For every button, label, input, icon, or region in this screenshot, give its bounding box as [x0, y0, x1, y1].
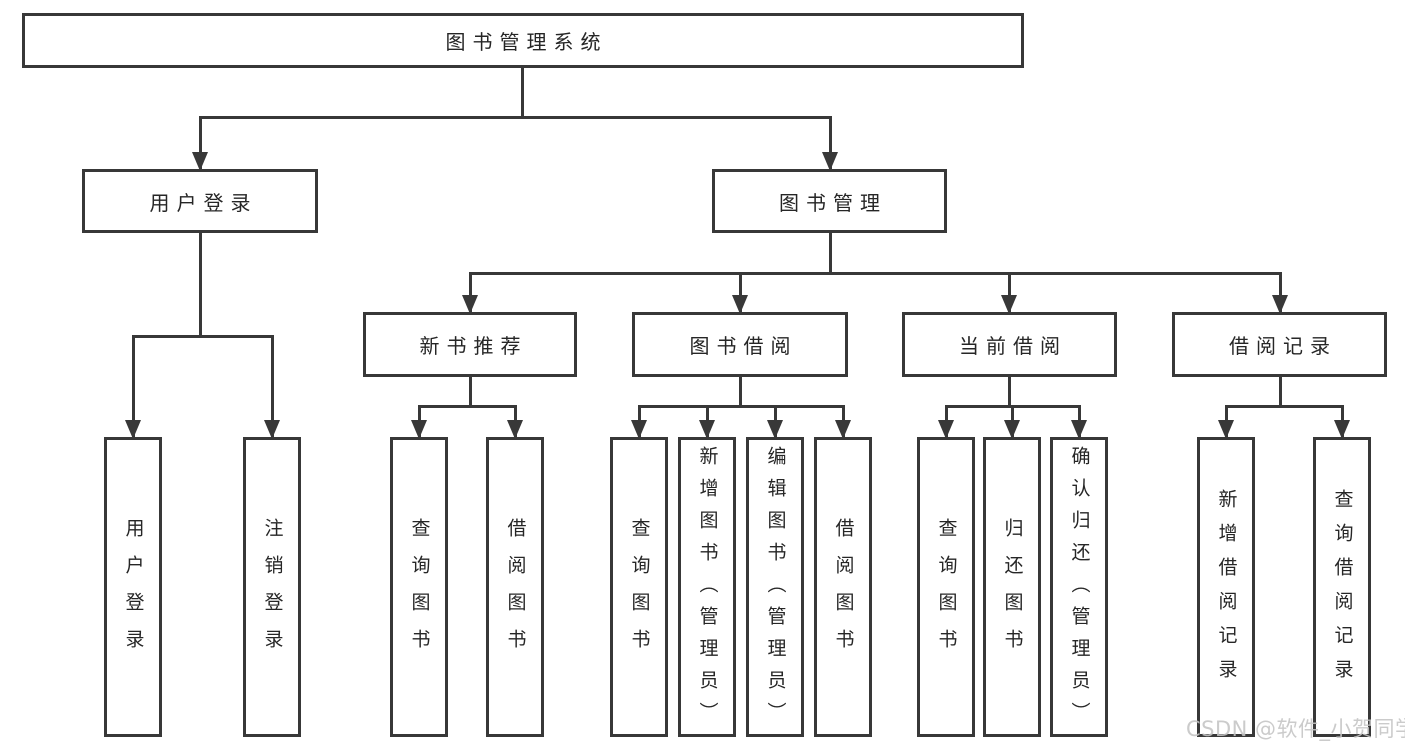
connector-line — [131, 334, 135, 437]
connector-line — [1007, 377, 1011, 408]
connector-line — [828, 233, 832, 275]
connector-line — [270, 334, 274, 437]
node-leaf-query-books-3: 查询图书 — [917, 437, 975, 737]
connector-line — [1278, 271, 1282, 312]
connector-line — [828, 115, 832, 169]
arrow-down-icon — [732, 295, 748, 314]
connector-line — [468, 271, 472, 312]
arrow-down-icon — [767, 420, 783, 439]
arrow-down-icon — [1071, 420, 1087, 439]
arrow-down-icon — [507, 420, 523, 439]
connector-line — [1007, 271, 1011, 312]
node-leaf-user-login: 用户登录 — [104, 437, 162, 737]
node-leaf-edit-book-admin: 编辑图书（管理员） — [746, 437, 804, 737]
arrow-down-icon — [1004, 420, 1020, 439]
node-book-borrow: 图书借阅 — [632, 312, 848, 377]
node-leaf-add-book-admin: 新增图书（管理员） — [678, 437, 736, 737]
node-leaf-confirm-return-admin: 确认归还（管理员） — [1050, 437, 1108, 737]
connector-line — [131, 334, 274, 338]
arrow-down-icon — [822, 152, 838, 171]
connector-line — [468, 377, 472, 408]
node-root-library-system: 图书管理系统 — [22, 13, 1024, 68]
connector-line — [1278, 377, 1282, 408]
node-borrow-records: 借阅记录 — [1172, 312, 1387, 377]
node-leaf-borrow-books-1: 借阅图书 — [486, 437, 544, 737]
node-leaf-query-borrow-record: 查询借阅记录 — [1313, 437, 1371, 737]
arrow-down-icon — [462, 295, 478, 314]
connector-line — [198, 115, 202, 169]
connector-line — [198, 115, 832, 119]
connector-line — [1224, 404, 1344, 408]
arrow-down-icon — [264, 420, 280, 439]
csdn-watermark: CSDN @软件_小贺同学 — [1186, 717, 1405, 741]
connector-line — [417, 404, 517, 408]
node-current-borrow: 当前借阅 — [902, 312, 1117, 377]
arrow-down-icon — [1272, 295, 1288, 314]
connector-line — [637, 404, 845, 408]
arrow-down-icon — [835, 420, 851, 439]
node-leaf-logout: 注销登录 — [243, 437, 301, 737]
arrow-down-icon — [938, 420, 954, 439]
node-new-book-recommend: 新书推荐 — [363, 312, 577, 377]
node-leaf-return-book: 归还图书 — [983, 437, 1041, 737]
arrow-down-icon — [1334, 420, 1350, 439]
node-book-management: 图书管理 — [712, 169, 947, 233]
arrow-down-icon — [699, 420, 715, 439]
arrow-down-icon — [1001, 295, 1017, 314]
arrow-down-icon — [411, 420, 427, 439]
connector-line — [738, 271, 742, 312]
node-user-login: 用户登录 — [82, 169, 318, 233]
connector-line — [198, 233, 202, 338]
node-leaf-borrow-books-2: 借阅图书 — [814, 437, 872, 737]
arrow-down-icon — [125, 420, 141, 439]
arrow-down-icon — [192, 152, 208, 171]
connector-line — [468, 271, 1282, 275]
connector-line — [520, 68, 524, 119]
node-leaf-add-borrow-record: 新增借阅记录 — [1197, 437, 1255, 737]
node-leaf-query-books-1: 查询图书 — [390, 437, 448, 737]
node-leaf-query-books-2: 查询图书 — [610, 437, 668, 737]
connector-line — [738, 377, 742, 408]
arrow-down-icon — [631, 420, 647, 439]
arrow-down-icon — [1218, 420, 1234, 439]
